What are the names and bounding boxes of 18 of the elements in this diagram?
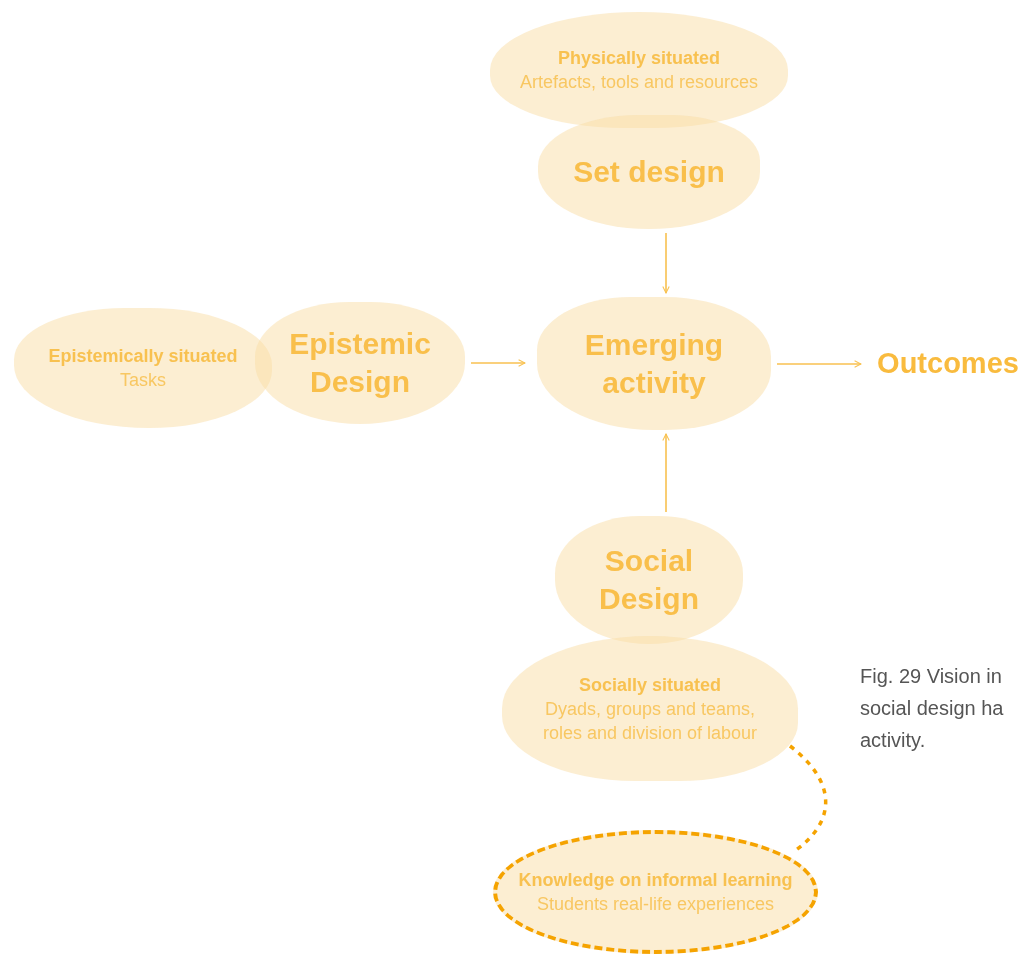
node-text: Artefacts, tools and resources [519, 71, 759, 94]
arrow [776, 360, 862, 368]
node-heading: Social Design [598, 543, 700, 617]
node-heading: Physically situated [557, 47, 721, 70]
arrow [662, 232, 670, 294]
node-text: Students real-life experiences [536, 893, 775, 916]
node-heading: Socially situated [578, 673, 722, 697]
figure-caption: Fig. 29 Vision in social design ha activity. [860, 664, 1005, 753]
node-heading: Epistemically situated [48, 345, 238, 368]
arrow [662, 433, 670, 513]
node-heading: Set design [573, 154, 725, 190]
outcome-label: Outcomes [873, 343, 1023, 385]
node-heading: Epistemic Design [288, 326, 432, 400]
node-heading: Knowledge on informal learning [518, 869, 793, 892]
node-text: Tasks [120, 369, 166, 392]
node-text: Dyads, groups and teams, roles and division of labour [541, 697, 759, 745]
node-heading: Emerging activity [583, 326, 725, 401]
arrow [470, 359, 526, 367]
